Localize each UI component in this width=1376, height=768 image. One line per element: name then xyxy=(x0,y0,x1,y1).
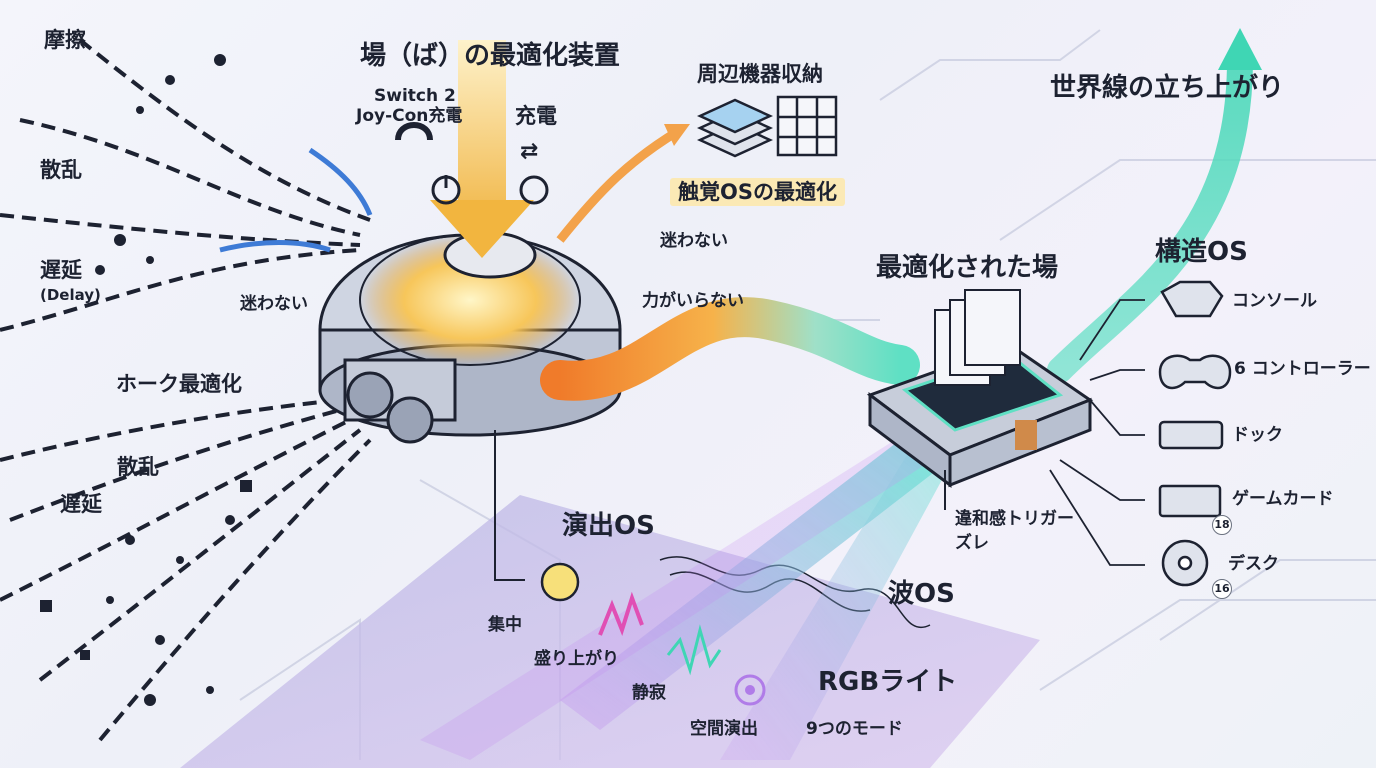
haptic-optimization: 触覚OSの最適化 xyxy=(670,178,845,206)
switch-label: Switch 2 xyxy=(374,86,456,106)
trigger-label: 違和感トリガー xyxy=(955,509,1074,529)
peripheral-icons xyxy=(696,95,838,158)
wave-os-title: 波OS xyxy=(888,579,955,609)
structure-item-console: コンソール xyxy=(1232,291,1317,311)
no-hesitation-left: 迷わない xyxy=(240,294,308,314)
structure-item-controller: 6 コントローラー xyxy=(1234,359,1371,379)
chaos-particles xyxy=(40,54,252,706)
input-friction: 摩擦 xyxy=(44,28,86,52)
desk-badge: 16 xyxy=(1212,579,1232,599)
input-delay-en: (Delay) xyxy=(40,286,101,304)
charge-down-arrow xyxy=(430,40,534,258)
structure-os-title: 構造OS xyxy=(1155,237,1248,267)
no-hesitation-right: 迷わない xyxy=(660,231,728,251)
optimizer-device xyxy=(318,231,622,444)
pulse-icon xyxy=(598,591,644,636)
structure-item-gamecard: ゲームカード xyxy=(1232,489,1334,509)
peripheral-title: 周辺機器収納 xyxy=(697,62,823,86)
hoak-optimization: ホーク最適化 xyxy=(116,372,242,396)
chaos-streams xyxy=(0,38,372,742)
pointer-line xyxy=(494,430,525,581)
console-icon xyxy=(1160,280,1224,318)
input-delay-lower: 遅延 xyxy=(60,492,102,516)
output-tube xyxy=(540,297,920,401)
trigger-sub: ズレ xyxy=(955,533,989,553)
perf-focus: 集中 xyxy=(488,615,522,635)
performance-os-title: 演出OS xyxy=(562,511,655,541)
wave-icon xyxy=(666,624,722,676)
dock-icon xyxy=(1158,420,1224,450)
input-delay: 遅延 xyxy=(40,258,82,282)
perf-spatial: 空間演出 xyxy=(690,719,758,739)
perf-excite: 盛り上がり xyxy=(534,649,619,669)
structure-item-desk: デスク xyxy=(1228,554,1279,574)
world-line-arrowhead xyxy=(1218,28,1262,70)
gamecard-badge: 18 xyxy=(1212,515,1232,535)
charge-icon xyxy=(519,175,549,205)
world-line-arrow xyxy=(1047,47,1253,383)
structure-icons xyxy=(1158,280,1232,587)
performance-floor xyxy=(180,495,1040,768)
performance-icons xyxy=(540,562,766,706)
lightbulb-icon xyxy=(540,562,580,602)
grid-icon xyxy=(776,95,838,157)
structure-connectors xyxy=(1049,299,1145,566)
game-card-icon xyxy=(1158,484,1222,518)
light-beams xyxy=(420,440,950,760)
rgb-title: RGBライト xyxy=(818,667,958,697)
input-scatter: 散乱 xyxy=(40,158,82,182)
charge-label: 充電 xyxy=(515,104,557,128)
structure-item-dock: ドック xyxy=(1232,425,1283,445)
perf-silence: 静寂 xyxy=(632,683,666,703)
optimized-field: 最適化された場 xyxy=(876,253,1059,283)
gamepad-icon xyxy=(1158,354,1232,390)
device-title: 場（ば）の最適化装置 xyxy=(360,41,621,71)
world-line-title: 世界線の立ち上がり xyxy=(1050,73,1285,103)
peripheral-arrow xyxy=(556,126,683,243)
exchange-arrows: ⇄ xyxy=(520,139,538,164)
blue-input-arrows xyxy=(219,147,373,253)
switch-icons xyxy=(395,122,549,205)
eye-icon xyxy=(734,674,766,706)
input-scatter-lower: 散乱 xyxy=(117,455,159,479)
joycon-label: Joy-Con充電 xyxy=(356,106,463,126)
rgb-modes: 9つのモード xyxy=(806,719,903,739)
no-force: 力がいらない xyxy=(642,291,744,311)
